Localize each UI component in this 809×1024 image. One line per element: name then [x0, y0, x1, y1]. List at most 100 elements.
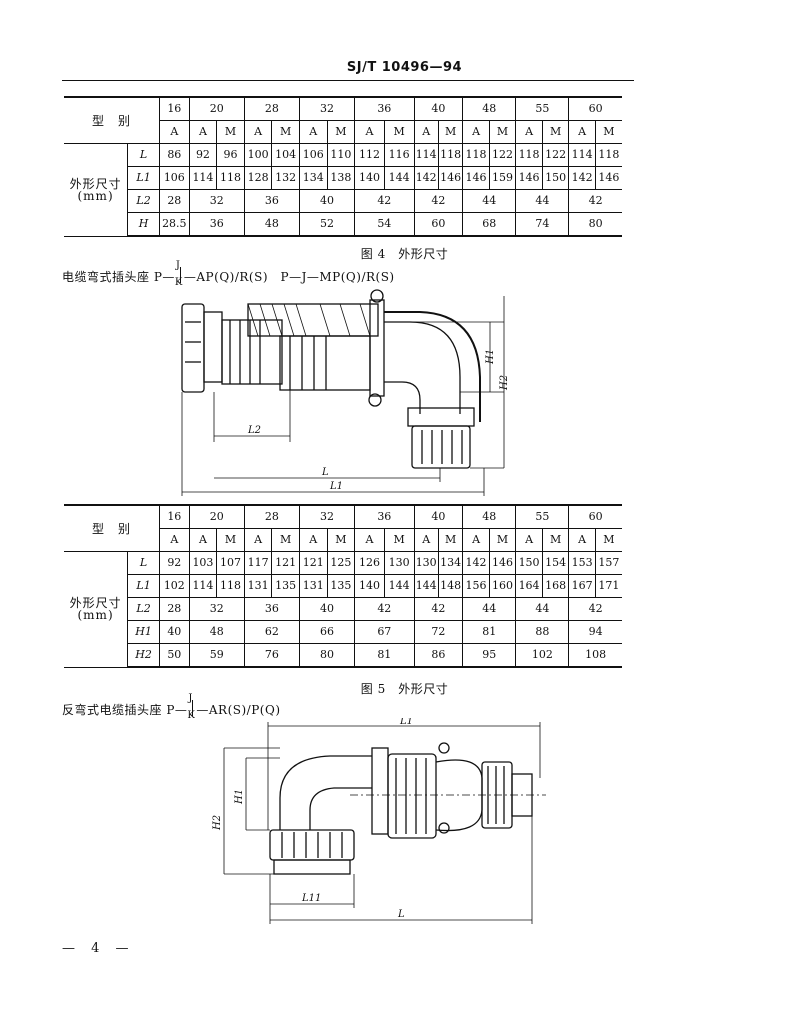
table-cell: 157 — [594, 551, 622, 575]
subtype-header: M — [383, 120, 415, 144]
table-cell: 106 — [158, 166, 190, 190]
table-cell: 125 — [326, 551, 356, 575]
subtype-header: M — [326, 528, 356, 552]
row-symbol: H2 — [127, 643, 160, 668]
table-cell: 86 — [413, 643, 464, 668]
subtype-header: A — [462, 528, 490, 552]
table-cell: 116 — [383, 143, 415, 167]
row-symbol: L2 — [127, 597, 160, 621]
dimension-unit: (mm) — [77, 608, 114, 623]
row-symbol: H — [127, 212, 160, 237]
row-symbol: L1 — [127, 574, 160, 598]
table-cell: 126 — [354, 551, 385, 575]
table-cell: 130 — [383, 551, 415, 575]
table-cell: 146 — [437, 166, 464, 190]
table-cell: 42 — [354, 189, 415, 213]
lower-coupling — [407, 407, 475, 427]
subtype-header: A — [158, 120, 190, 144]
table-cell: 44 — [515, 189, 570, 213]
table-cell: 42 — [568, 597, 622, 621]
dimension-label: 外形尺寸 (mm) — [64, 551, 129, 668]
table-cell: 122 — [541, 143, 570, 167]
k-mark: K — [174, 277, 183, 288]
subtype-header: A — [243, 528, 273, 552]
table-cell: 144 — [413, 574, 439, 598]
table-cell: 167 — [568, 574, 596, 598]
dimension-table-fig5: 型 别 16 20 28 32 36 40 48 55 60 A A M A M… — [64, 504, 622, 668]
size-header: 40 — [413, 96, 464, 121]
dimension-label: L11 — [301, 893, 321, 904]
size-header: 16 — [158, 504, 190, 529]
table-cell: 131 — [298, 574, 328, 598]
table-cell: 81 — [354, 643, 415, 668]
table-cell: 118 — [594, 143, 622, 167]
size-header: 55 — [515, 96, 570, 121]
size-header: 32 — [298, 504, 356, 529]
type-label: 型 别 — [64, 96, 160, 144]
table-cell: 112 — [354, 143, 385, 167]
table-cell: 135 — [271, 574, 300, 598]
size-header: 60 — [568, 504, 622, 529]
size-header: 48 — [462, 504, 517, 529]
table-cell: 159 — [488, 166, 517, 190]
subtype-header: A — [298, 528, 328, 552]
table-cell: 114 — [413, 143, 439, 167]
j-mark: J — [188, 693, 193, 704]
table-cell: 36 — [188, 212, 245, 237]
table-cell: 86 — [158, 143, 190, 167]
table-cell: 48 — [243, 212, 300, 237]
table-cell: 81 — [462, 620, 517, 644]
table-cell: 118 — [437, 143, 464, 167]
subtype-header: M — [488, 528, 517, 552]
cable-guard — [384, 311, 481, 422]
table-cell: 128 — [243, 166, 273, 190]
subtype-header: A — [568, 120, 596, 144]
table-cell: 52 — [298, 212, 356, 237]
table-cell: 40 — [298, 597, 356, 621]
table-cell: 107 — [216, 551, 245, 575]
table-cell: 102 — [515, 643, 570, 668]
subtype-header: M — [216, 120, 245, 144]
subtype-header: A — [462, 120, 490, 144]
subtype-header: M — [541, 120, 570, 144]
subtype-header: A — [515, 528, 543, 552]
table-cell: 110 — [326, 143, 356, 167]
table-cell: 32 — [188, 597, 245, 621]
dimension-label: H1 — [485, 349, 496, 365]
table-cell: 114 — [188, 166, 218, 190]
subtype-header: M — [216, 528, 245, 552]
subtype-header: A — [188, 528, 218, 552]
table-cell: 80 — [298, 643, 356, 668]
table-cell: 44 — [515, 597, 570, 621]
subtype-header: A — [188, 120, 218, 144]
table-cell: 138 — [326, 166, 356, 190]
table-cell: 118 — [515, 143, 543, 167]
table-cell: 74 — [515, 212, 570, 237]
table-cell: 146 — [515, 166, 543, 190]
table-cell: 104 — [271, 143, 300, 167]
table-cell: 94 — [568, 620, 622, 644]
table-cell: 146 — [594, 166, 622, 190]
table-cell: 44 — [462, 189, 517, 213]
table-cell: 131 — [243, 574, 273, 598]
title-text: —AR(S)/P(Q) — [196, 703, 281, 717]
subtype-header: M — [326, 120, 356, 144]
table-cell: 36 — [243, 597, 300, 621]
subtype-header: A — [354, 120, 385, 144]
table-cell: 118 — [462, 143, 490, 167]
table-cell: 72 — [413, 620, 464, 644]
standard-header: SJ/T 10496—94 — [346, 60, 463, 75]
table-cell: 171 — [594, 574, 622, 598]
table-cell: 134 — [437, 551, 464, 575]
table-cell: 68 — [462, 212, 517, 237]
table-cell: 32 — [188, 189, 245, 213]
table-cell: 160 — [488, 574, 517, 598]
k-mark: K — [187, 710, 196, 721]
row-symbol: L1 — [127, 166, 160, 190]
dimension-label: H2 — [499, 375, 510, 391]
table-cell: 114 — [568, 143, 596, 167]
table-cell: 142 — [413, 166, 439, 190]
table-cell: 42 — [413, 597, 464, 621]
